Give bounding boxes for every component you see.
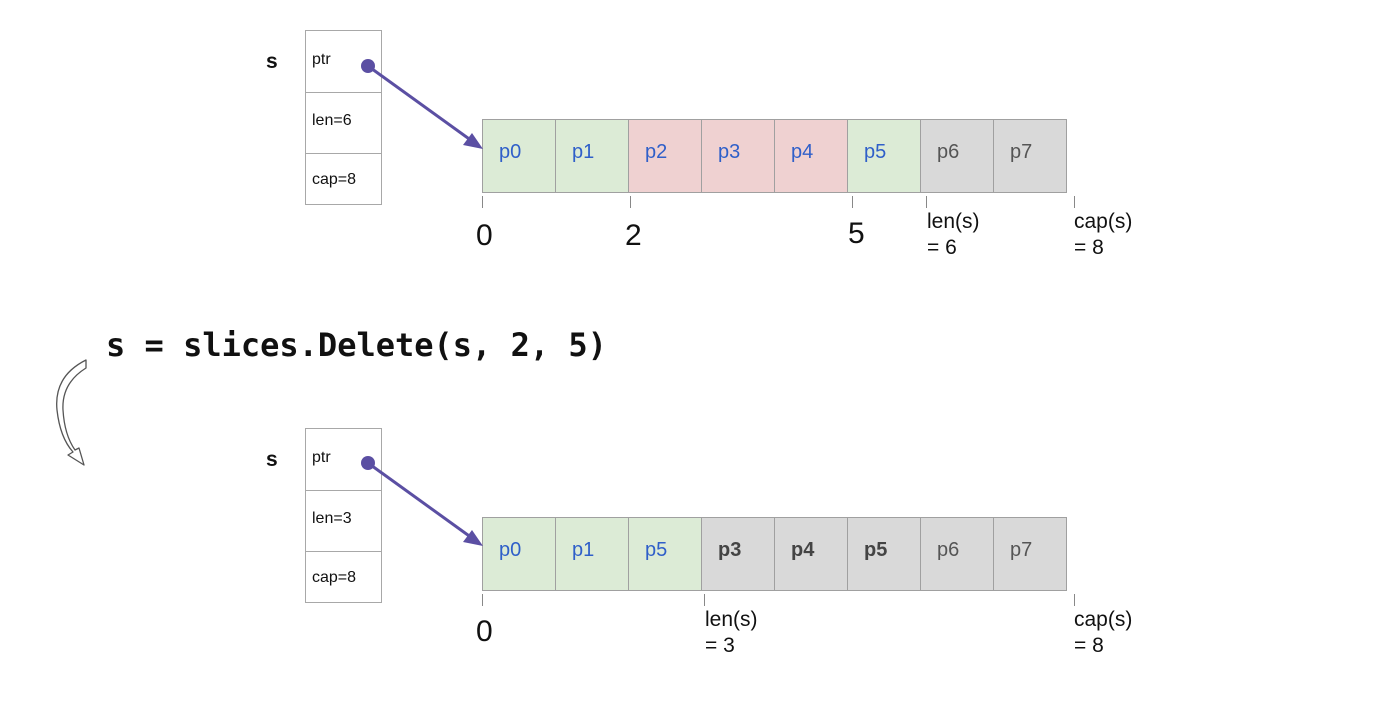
curved-arrow-icon xyxy=(56,359,87,466)
bottom-header-ptr: ptr xyxy=(312,449,331,466)
top-header-ptr: ptr xyxy=(312,51,331,68)
top-cell: p5 xyxy=(847,119,921,193)
top-index-5: 5 xyxy=(848,217,865,250)
bottom-len-label-line1: len(s) xyxy=(705,608,758,631)
top-cap-label-line1: cap(s) xyxy=(1074,210,1133,233)
bottom-cell: p4 xyxy=(774,517,848,591)
top-cap-label-line2: = 8 xyxy=(1074,236,1104,259)
bottom-header-cap: cap=8 xyxy=(306,551,381,603)
top-len-label: len(s) = 6 xyxy=(927,209,980,261)
top-index-0: 0 xyxy=(476,219,493,252)
top-cell: p1 xyxy=(555,119,629,193)
top-header-cap: cap=8 xyxy=(306,153,381,205)
top-cap-label: cap(s) = 8 xyxy=(1074,209,1132,261)
bottom-len-label-line2: = 3 xyxy=(705,634,735,657)
bottom-cell: p7 xyxy=(993,517,1067,591)
top-tick-5 xyxy=(852,196,853,208)
bottom-header-len: len=3 xyxy=(306,490,381,551)
bottom-tick-cap xyxy=(1074,594,1075,606)
top-tick-2 xyxy=(630,196,631,208)
bottom-tick-0 xyxy=(482,594,483,606)
bottom-backing-array: p0 p1 p5 p3 p4 p5 p6 p7 xyxy=(482,517,1067,591)
bottom-cell: p6 xyxy=(920,517,994,591)
top-tick-len xyxy=(926,196,927,208)
bottom-cell: p1 xyxy=(555,517,629,591)
top-len-label-line1: len(s) xyxy=(927,210,980,233)
top-index-2: 2 xyxy=(625,219,642,252)
bottom-len-label: len(s) = 3 xyxy=(705,607,758,659)
top-tick-cap xyxy=(1074,196,1075,208)
top-backing-array: p0 p1 p2 p3 p4 p5 p6 p7 xyxy=(482,119,1067,193)
bottom-cap-label-line2: = 8 xyxy=(1074,634,1104,657)
top-header-len: len=6 xyxy=(306,92,381,153)
bottom-tick-len xyxy=(704,594,705,606)
pointer-arrow-icon xyxy=(361,59,483,149)
top-len-label-line2: = 6 xyxy=(927,236,957,259)
top-slice-var-name: s xyxy=(266,50,278,73)
top-tick-0 xyxy=(482,196,483,208)
top-cell: p6 xyxy=(920,119,994,193)
bottom-cell: p5 xyxy=(847,517,921,591)
bottom-index-0: 0 xyxy=(476,615,493,648)
bottom-cell: p3 xyxy=(701,517,775,591)
top-cell: p3 xyxy=(701,119,775,193)
pointer-arrow-icon xyxy=(361,456,483,546)
top-cell: p2 xyxy=(628,119,702,193)
code-statement: s = slices.Delete(s, 2, 5) xyxy=(106,326,607,364)
bottom-cap-label: cap(s) = 8 xyxy=(1074,607,1132,659)
bottom-slice-var-name: s xyxy=(266,448,278,471)
bottom-cap-label-line1: cap(s) xyxy=(1074,608,1133,631)
top-cell: p7 xyxy=(993,119,1067,193)
bottom-cell: p0 xyxy=(482,517,556,591)
